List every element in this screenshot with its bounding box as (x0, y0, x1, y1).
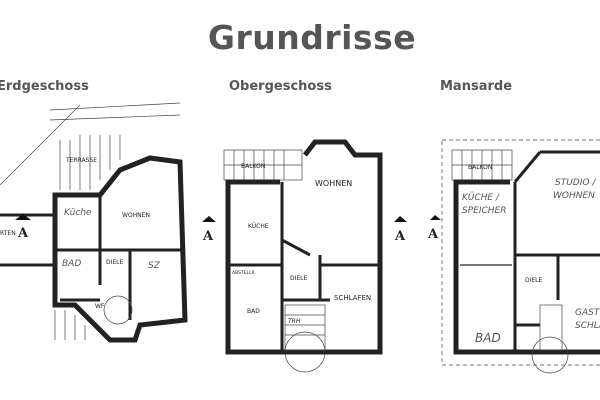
room-label: GAST (575, 308, 600, 318)
room-label: KÜCHE / (462, 192, 500, 203)
floor-plan-obergeschoss: A A BALKON WOHNEN KÜCHE ABSTELLR. DIELE … (202, 139, 407, 373)
room-label: KÜCHE (248, 223, 269, 230)
room-label: BALKON (468, 164, 492, 171)
room-label: BAD (475, 331, 501, 345)
room-label: WOHNEN (315, 179, 352, 188)
section-marker-a: A (17, 226, 29, 241)
floor-plan-mansarde: A BALKON STUDIO / WOHNEN KÜCHE / SPEICHE… (427, 139, 600, 374)
room-label: BALKON (241, 163, 265, 170)
room-label: ABSTELLR. (232, 270, 256, 276)
floor-heading-mansarde: Mansarde (440, 79, 513, 94)
room-label: RTEN (0, 230, 16, 237)
page-title: Grundrisse (207, 18, 417, 57)
room-label: STUDIO / (555, 178, 596, 188)
section-marker-a: A (202, 229, 214, 244)
room-label: WF (95, 303, 105, 310)
room-label: WOHNEN (553, 191, 595, 201)
room-label: WOHNEN (122, 212, 150, 219)
room-label: DIELE (106, 259, 124, 266)
room-label: BAD (247, 308, 260, 315)
section-marker-a-right: A (394, 229, 406, 244)
room-label: SCHLAFEN (334, 294, 371, 302)
room-label: SPEICHER (462, 206, 506, 216)
floor-heading-obergeschoss: Obergeschoss (229, 79, 332, 94)
room-label: SCHLAFEN (575, 321, 600, 331)
room-label: TERRASSE (65, 157, 97, 164)
room-label: BAD (62, 259, 81, 269)
floor-heading-erdgeschoss: Erdgeschoss (0, 79, 89, 94)
room-label: TRH (288, 318, 301, 325)
room-label: Küche (64, 208, 92, 218)
room-label: DIELE (525, 277, 543, 284)
floor-plan-erdgeschoss: A RTEN TERRASSE Küche WOHNEN BAD DIELE S… (0, 102, 188, 343)
room-label: SZ (148, 261, 161, 271)
section-marker-a: A (427, 227, 439, 242)
room-label: DIELE (290, 275, 308, 282)
